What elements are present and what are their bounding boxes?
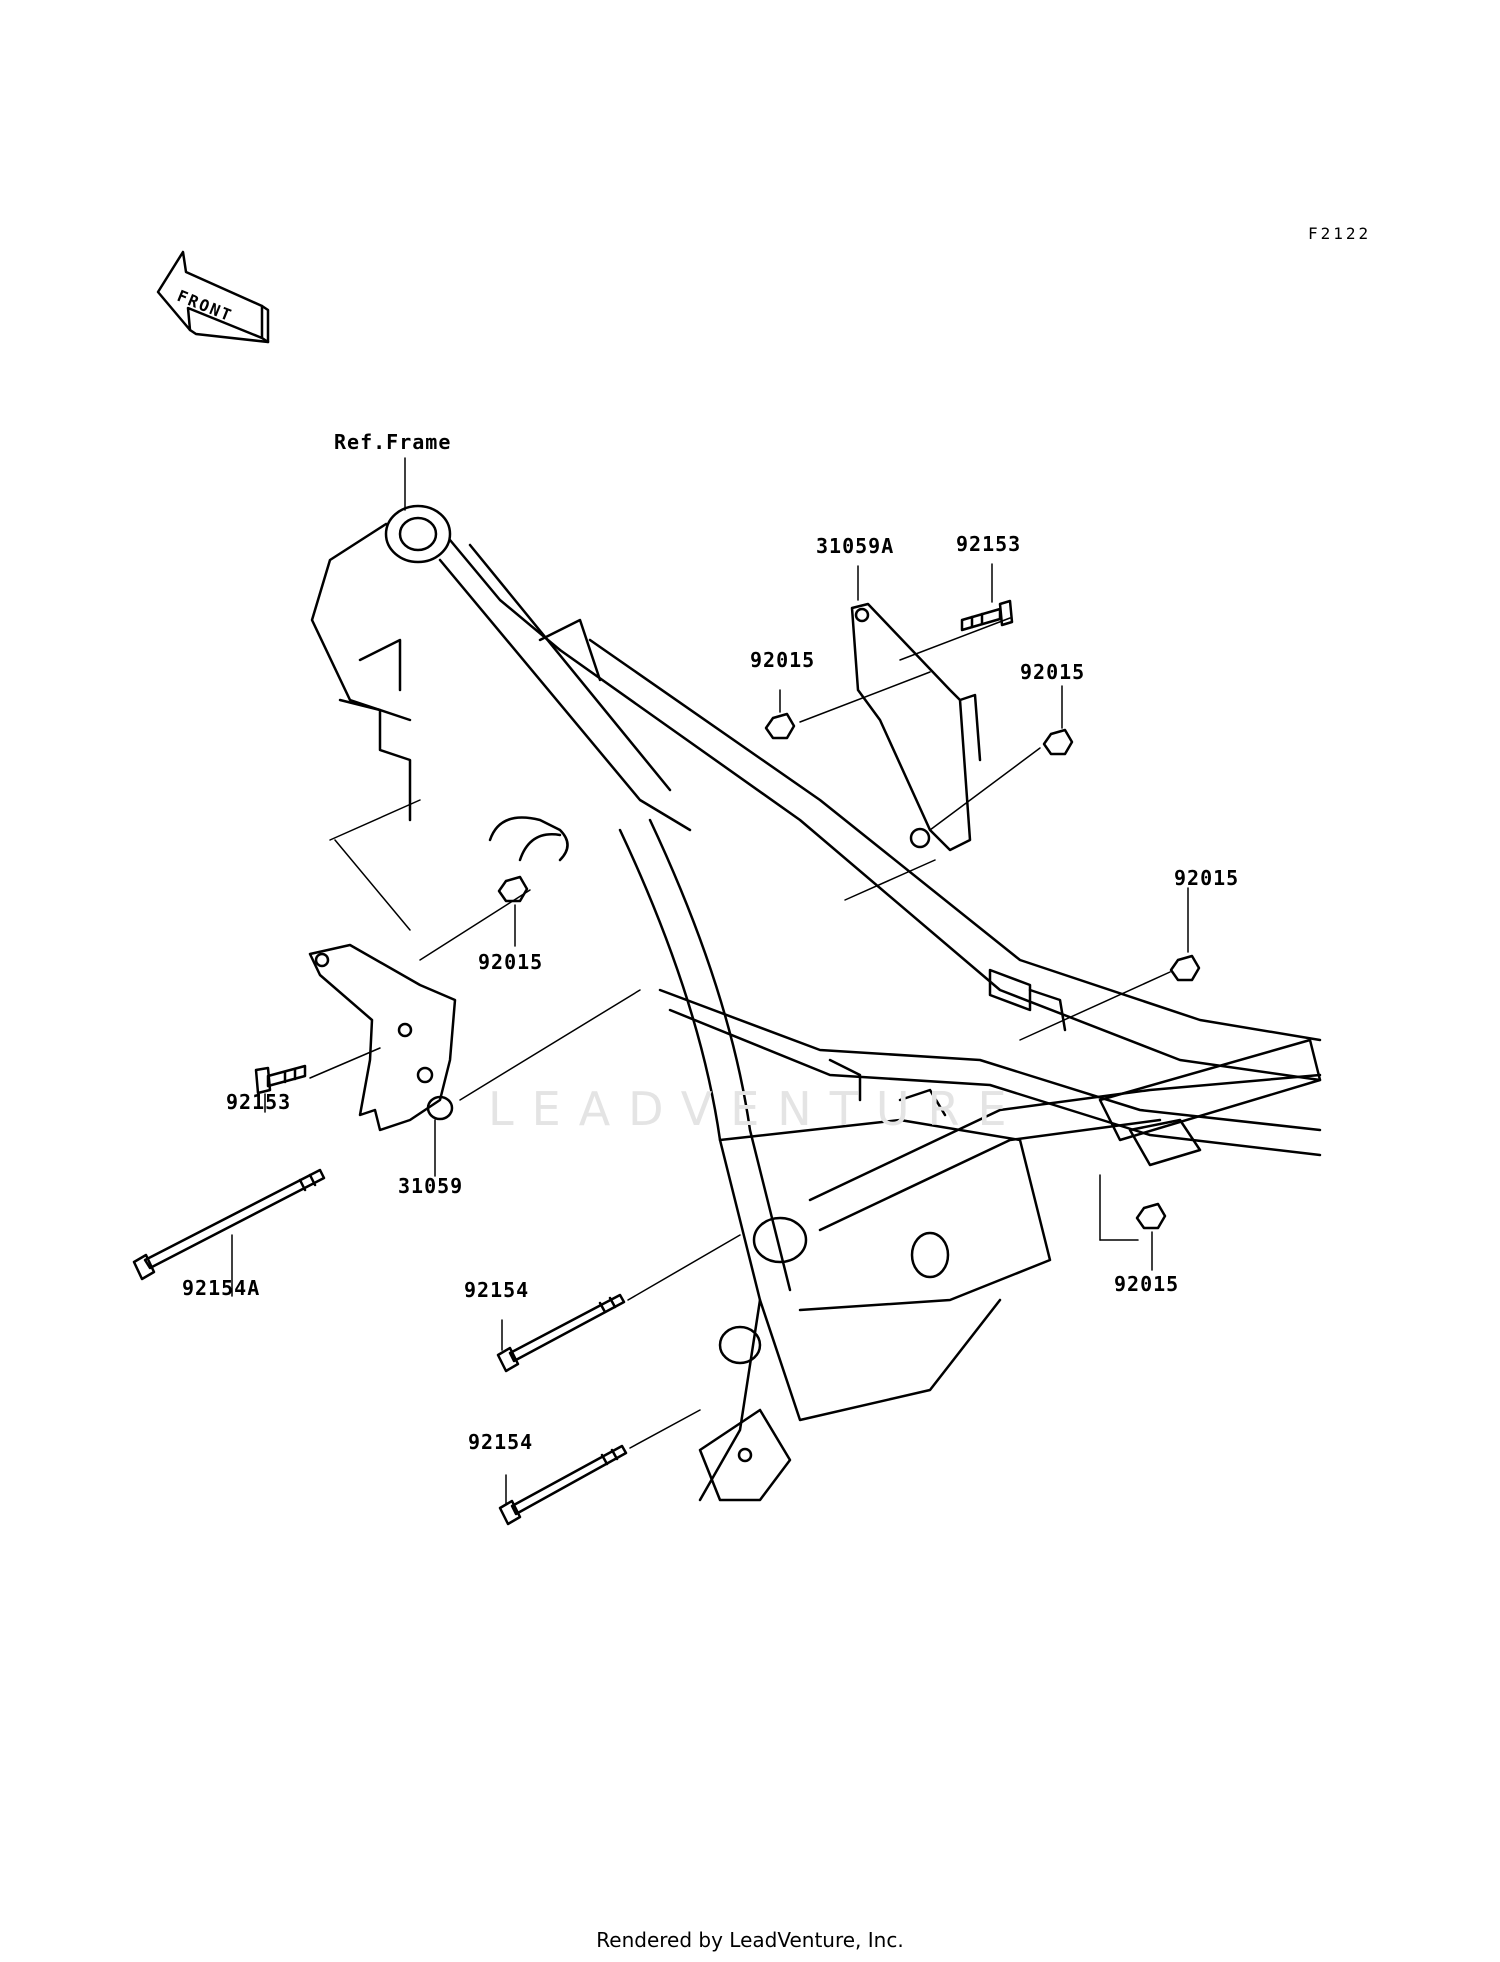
nut-92015-b xyxy=(1042,728,1074,756)
callout-92154-upper: 92154 xyxy=(464,1278,530,1302)
leader-lines xyxy=(231,457,1189,1505)
callout-92015-upper-right: 92015 xyxy=(1020,660,1086,684)
footer-credit: Rendered by LeadVenture, Inc. xyxy=(596,1928,904,1952)
callout-92015-lower-right: 92015 xyxy=(1114,1272,1180,1296)
watermark: LEADVENTURE xyxy=(488,1082,1025,1136)
nut-92015-e xyxy=(1135,1202,1167,1230)
bracket-31059 xyxy=(308,943,457,1132)
bolt-92153-left xyxy=(254,1064,307,1095)
callout-31059: 31059 xyxy=(398,1174,464,1198)
callout-92015-upper-left: 92015 xyxy=(750,648,816,672)
front-arrow-icon: FRONT xyxy=(156,250,270,344)
diagram-id: F2122 xyxy=(1308,224,1372,243)
nut-92015-a xyxy=(764,712,796,740)
bolt-92154-b xyxy=(498,1444,628,1526)
callout-92015-right: 92015 xyxy=(1174,866,1240,890)
bracket-31059A xyxy=(850,602,982,852)
bolt-92154-a xyxy=(496,1293,626,1373)
nut-92015-c xyxy=(497,875,529,903)
callout-92154A: 92154A xyxy=(182,1276,261,1300)
callout-ref-frame: Ref.Frame xyxy=(334,430,452,454)
bolt-92153-top xyxy=(960,599,1014,632)
callout-92015-left: 92015 xyxy=(478,950,544,974)
motorcycle-frame xyxy=(310,504,1322,1502)
callout-92154-lower: 92154 xyxy=(468,1430,534,1454)
bolt-92154A xyxy=(132,1168,326,1281)
callout-92153-left: 92153 xyxy=(226,1090,292,1114)
nut-92015-d xyxy=(1169,954,1201,982)
callout-92153-top: 92153 xyxy=(956,532,1022,556)
callout-31059A: 31059A xyxy=(816,534,895,558)
